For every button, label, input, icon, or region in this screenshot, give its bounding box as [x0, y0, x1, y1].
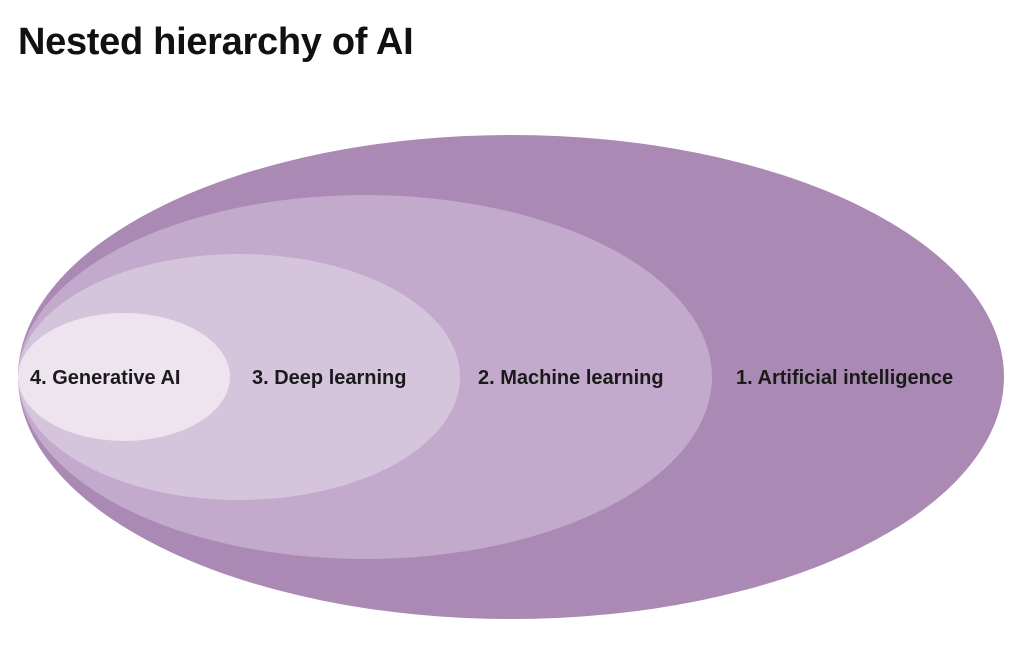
label-deep-learning: 3. Deep learning	[252, 367, 407, 389]
label-machine-learning: 2. Machine learning	[478, 367, 664, 389]
ellipse-generative-ai	[18, 313, 230, 441]
label-generative-ai: 4. Generative AI	[30, 367, 180, 389]
diagram-title: Nested hierarchy of AI	[18, 21, 414, 63]
label-artificial-intelligence: 1. Artificial intelligence	[736, 367, 953, 389]
